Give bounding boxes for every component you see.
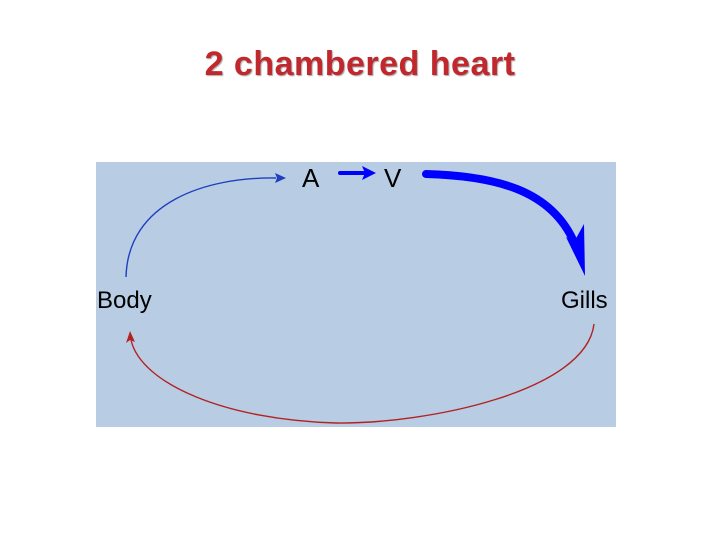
ventricle-to-gills-arrowhead: [566, 224, 585, 276]
gills-to-body-arrowhead: [126, 331, 135, 343]
gills-label: Gills: [561, 287, 608, 314]
body-to-atrium-arrowhead: [275, 173, 286, 183]
body-label: Body: [97, 287, 152, 314]
ventricle-label: V: [384, 163, 402, 193]
atrium-to-ventricle-arrowhead: [362, 166, 376, 180]
slide-title: 2 chambered heart: [204, 45, 516, 83]
atrium-label: A: [302, 163, 320, 193]
ventricle-to-gills-arrow: [422, 170, 578, 246]
circulation-diagram: A V Body Gills: [96, 162, 616, 427]
gills-to-body-arrow: [130, 323, 595, 424]
body-to-atrium-arrow: [125, 177, 277, 278]
circulation-diagram-svg: [125, 166, 595, 424]
